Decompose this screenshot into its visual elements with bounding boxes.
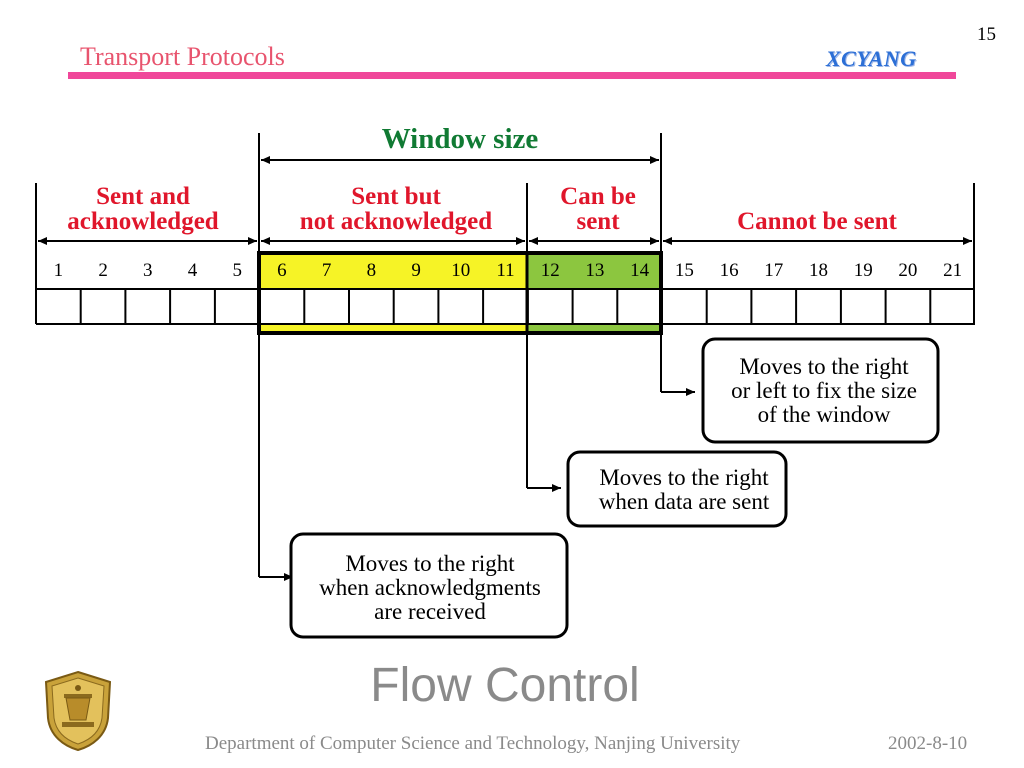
slot-number-13: 13 xyxy=(585,260,604,281)
slot-number-9: 9 xyxy=(411,260,421,281)
can-be-sent-label-line2: sent xyxy=(576,208,620,235)
left-wall-note-box xyxy=(289,532,569,639)
can-be-sent-label-line1: Can be xyxy=(560,183,636,210)
window-cell-row-bg xyxy=(261,289,662,324)
slot-number-11: 11 xyxy=(496,260,514,281)
slot-number-20: 20 xyxy=(898,260,917,281)
header-title: Transport Protocols xyxy=(80,42,285,71)
slot-number-8: 8 xyxy=(367,260,377,281)
header-rule xyxy=(68,72,956,79)
slot-number-7: 7 xyxy=(322,260,332,281)
slot-number-21: 21 xyxy=(943,260,962,281)
slot-number-3: 3 xyxy=(143,260,153,281)
slot-number-1: 1 xyxy=(54,260,64,281)
university-crest-icon xyxy=(44,670,112,752)
left-wall-note-line1: Moves to the right xyxy=(345,551,515,576)
middle-wall-note-line1: Moves to the right xyxy=(599,465,769,490)
middle-wall-note-line2: when data are sent xyxy=(599,489,770,514)
slot-number-4: 4 xyxy=(188,260,198,281)
right-wall-note-line2: or left to fix the size xyxy=(731,378,917,403)
right-wall-note-line3: of the window xyxy=(758,402,891,427)
slide-number: 15 xyxy=(977,24,996,45)
header-brand: XCYANG xyxy=(826,46,917,71)
window-size-label: Window size xyxy=(382,123,539,155)
cannot-be-sent-label: Cannot be sent xyxy=(737,208,897,235)
slot-number-16: 16 xyxy=(720,260,739,281)
slot-number-2: 2 xyxy=(98,260,108,281)
slot-number-6: 6 xyxy=(277,260,287,281)
sent-ack-label-line2: acknowledged xyxy=(67,208,219,235)
right-wall-note-box xyxy=(701,337,940,444)
slot-number-19: 19 xyxy=(854,260,873,281)
slot-number-5: 5 xyxy=(232,260,242,281)
right-wall-note-line1: Moves to the right xyxy=(739,354,909,379)
slot-number-10: 10 xyxy=(451,260,470,281)
sent-ack-label-line1: Sent and xyxy=(96,183,190,210)
middle-wall-note-box xyxy=(566,450,788,528)
slot-number-18: 18 xyxy=(809,260,828,281)
slot-number-12: 12 xyxy=(541,260,560,281)
footer-department: Department of Computer Science and Techn… xyxy=(205,733,741,754)
slot-number-15: 15 xyxy=(675,260,694,281)
slide-title: Flow Control xyxy=(370,659,640,712)
sent-not-ack-label-line1: Sent but xyxy=(351,183,441,210)
slot-number-17: 17 xyxy=(764,260,783,281)
left-wall-note-line2: when acknowledgments xyxy=(319,575,541,600)
slot-number-14: 14 xyxy=(630,260,650,281)
left-wall-note-line3: are received xyxy=(374,599,486,624)
footer-date: 2002-8-10 xyxy=(888,733,968,754)
sent-not-ack-label-line2: not acknowledged xyxy=(300,208,492,235)
